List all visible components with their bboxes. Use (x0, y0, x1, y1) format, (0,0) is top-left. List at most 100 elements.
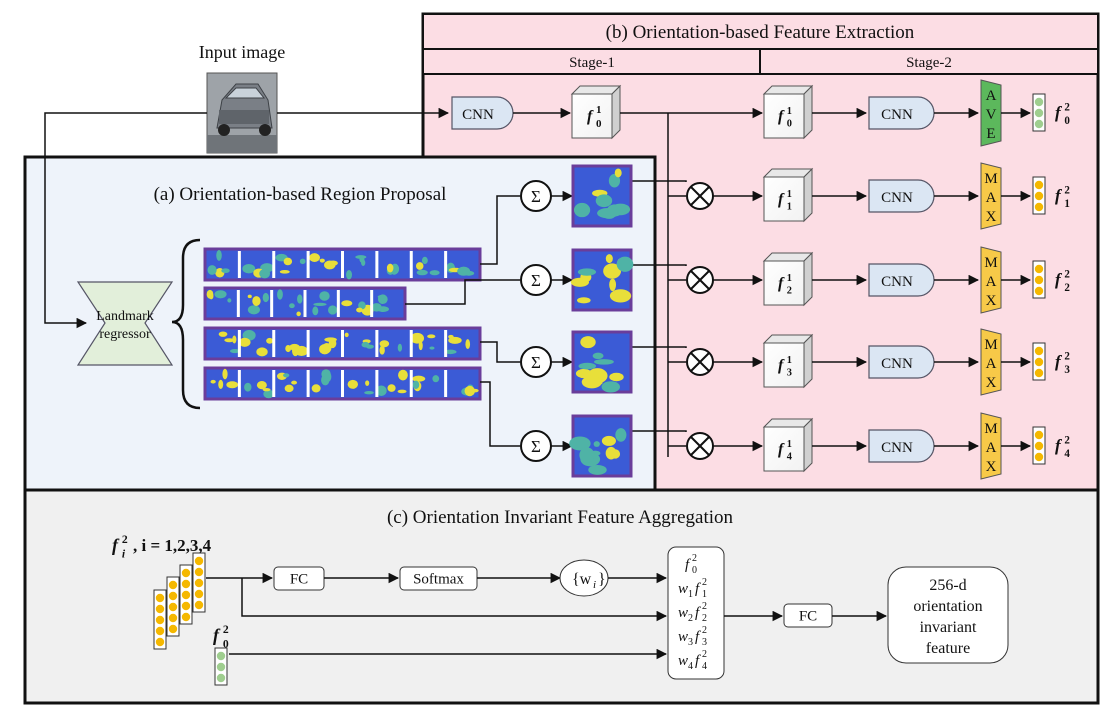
svg-text:f: f (1055, 103, 1063, 122)
stage-1-header (422, 48, 761, 75)
orange-vector-3 (166, 576, 180, 637)
svg-text:4: 4 (1064, 448, 1070, 460)
sum-node-4: Σ (480, 381, 633, 478)
svg-text:4: 4 (688, 661, 693, 672)
stage2-cnn-block: CNN (868, 179, 935, 213)
panel-b-title: (b) Orientation-based Feature Extraction (606, 22, 915, 43)
svg-text:A: A (986, 88, 997, 104)
svg-text:Softmax: Softmax (413, 572, 464, 588)
sum-node-1: Σ (480, 164, 633, 265)
svg-text:f: f (1055, 186, 1063, 205)
svg-text:Landmark: Landmark (96, 309, 154, 324)
stage-2-label: Stage-2 (906, 55, 952, 71)
svg-text:1: 1 (787, 273, 792, 284)
svg-text:w: w (678, 605, 688, 621)
input-car-image (206, 72, 278, 154)
svg-text:M: M (984, 171, 997, 187)
svg-text:i: i (122, 547, 126, 560)
multiply-node-1 (631, 180, 764, 210)
heatmap-strip-1 (203, 247, 482, 282)
svg-text:f: f (695, 605, 701, 621)
svg-text:, i = 1,2,3,4: , i = 1,2,3,4 (133, 536, 212, 555)
svg-text:1: 1 (787, 106, 792, 117)
svg-text:0: 0 (787, 119, 792, 130)
svg-text:X: X (986, 375, 997, 391)
svg-text:FC: FC (799, 609, 817, 625)
svg-text:invariant: invariant (920, 619, 977, 636)
svg-text:2: 2 (702, 601, 707, 612)
max-pool-block: MAX (980, 162, 1002, 230)
svg-text:f: f (695, 581, 701, 597)
panel-a-title: (a) Orientation-based Region Proposal (154, 184, 447, 205)
svg-text:Σ: Σ (531, 271, 541, 290)
sum-node-3: Σ (480, 330, 633, 394)
svg-text:2: 2 (692, 553, 697, 564)
svg-text:0: 0 (692, 565, 697, 576)
svg-text:1: 1 (1064, 198, 1070, 210)
svg-text:A: A (986, 274, 997, 290)
fc-box-1: FC (273, 566, 325, 591)
heatmap-strip-4 (203, 366, 482, 401)
aggregated-heatmap-4 (569, 414, 633, 478)
svg-text:f: f (778, 275, 785, 292)
stage1-feature-cube: f 1 0 (570, 84, 622, 140)
svg-text:2: 2 (1064, 268, 1070, 280)
svg-text:0: 0 (223, 637, 229, 650)
svg-text:0: 0 (1064, 115, 1070, 127)
svg-text:CNN: CNN (881, 190, 913, 206)
svg-text:2: 2 (223, 623, 229, 636)
svg-text:1: 1 (596, 104, 602, 116)
svg-text:f: f (778, 441, 785, 458)
output-vector (1032, 176, 1046, 215)
svg-text:M: M (984, 255, 997, 271)
svg-text:w: w (678, 629, 688, 645)
green-vector (214, 647, 228, 686)
aggregated-heatmap-1 (571, 164, 633, 228)
svg-text:f: f (695, 629, 701, 645)
svg-text:3: 3 (688, 637, 693, 648)
stage2-cnn-block: CNN (868, 96, 935, 130)
multiply-node-2 (631, 264, 764, 294)
svg-text:f: f (1055, 352, 1063, 371)
orange-vector-4 (153, 589, 167, 650)
curly-brace (171, 238, 201, 410)
svg-text:f: f (685, 557, 691, 573)
svg-text:3: 3 (787, 368, 792, 379)
svg-text:256-d: 256-d (929, 577, 966, 594)
stage2-cnn-block: CNN (868, 345, 935, 379)
svg-text:2: 2 (1064, 350, 1070, 362)
max-pool-block: MAX (980, 412, 1002, 480)
aggregated-heatmap-2 (570, 248, 634, 312)
svg-text:2: 2 (702, 625, 707, 636)
svg-text:4: 4 (702, 661, 707, 672)
max-pool-block: MAX (980, 328, 1002, 396)
svg-text:M: M (984, 337, 997, 353)
svg-text:2: 2 (787, 286, 792, 297)
svg-text:A: A (986, 190, 997, 206)
svg-text:f: f (778, 191, 785, 208)
aggregated-heatmap-3 (571, 330, 633, 394)
svg-text:w: w (678, 581, 688, 597)
svg-text:f: f (1055, 436, 1063, 455)
svg-text:f: f (1055, 270, 1063, 289)
output-vector (1032, 426, 1046, 465)
svg-text:w: w (678, 653, 688, 669)
